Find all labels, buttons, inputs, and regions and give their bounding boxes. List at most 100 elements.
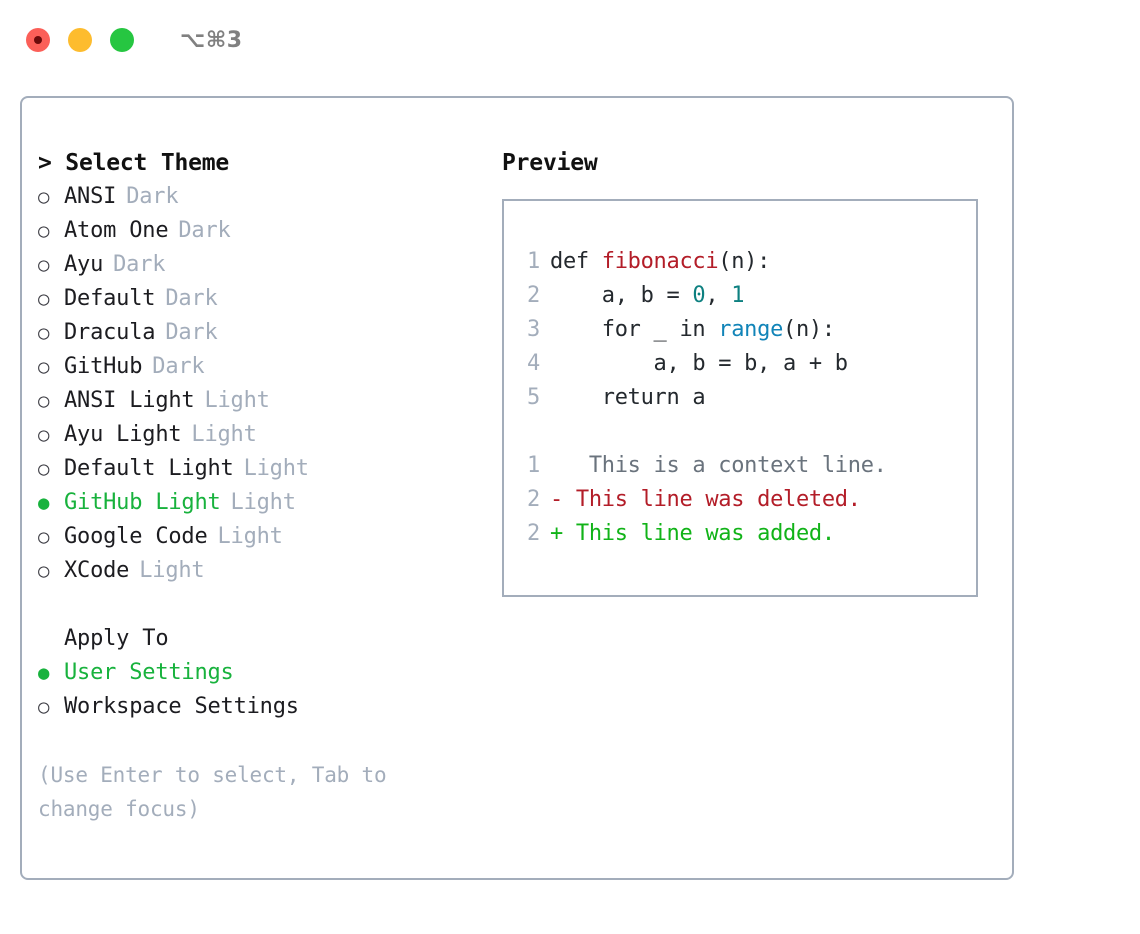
code-line-content: def fibonacci(n): xyxy=(550,245,770,279)
theme-option-variant-tag: Dark xyxy=(178,218,231,243)
code-line-number: 4 xyxy=(527,351,540,376)
theme-option-ansi-light[interactable]: ○ ANSI Light Light xyxy=(38,384,478,418)
theme-option-label: Atom One xyxy=(64,218,169,243)
radio-unselected-icon: ○ xyxy=(38,356,50,378)
code-token-plain: (n): xyxy=(783,317,835,342)
radio-unselected-icon: ○ xyxy=(38,560,50,582)
theme-option-variant-tag: Light xyxy=(217,524,283,549)
theme-option-github-light[interactable]: ● GitHub Light Light xyxy=(38,486,478,520)
diff-line-number: 1 xyxy=(527,453,540,478)
apply-to-option-list: ● User Settings ○ Workspace Settings xyxy=(38,656,478,724)
code-line: 3 for _ in range(n): xyxy=(504,313,976,347)
select-theme-header: > Select Theme xyxy=(38,150,230,176)
window-title: ⌥⌘3 xyxy=(180,27,243,53)
theme-option-atom-one[interactable]: ○ Atom One Dark xyxy=(38,214,478,248)
radio-unselected-icon: ○ xyxy=(38,288,50,310)
apply-to-option-workspace-settings[interactable]: ○ Workspace Settings xyxy=(38,690,478,724)
theme-option-label: Ayu Light xyxy=(64,422,182,447)
code-token-func: fibonacci xyxy=(601,249,719,274)
diff-line-number: 2 xyxy=(527,521,540,546)
theme-option-label: Ayu xyxy=(64,252,104,277)
theme-option-label: Default Light xyxy=(64,456,234,481)
theme-option-ayu[interactable]: ○ Ayu Dark xyxy=(38,248,478,282)
radio-unselected-icon: ○ xyxy=(38,186,50,208)
theme-option-variant-tag: Light xyxy=(191,422,257,447)
code-token-num: 0 xyxy=(692,283,706,308)
diff-line-text: This line was deleted. xyxy=(562,487,861,512)
radio-unselected-icon: ○ xyxy=(38,526,50,548)
diff-marker: - xyxy=(550,487,563,512)
theme-option-xcode[interactable]: ○ XCode Light xyxy=(38,554,478,588)
minimize-button-icon[interactable] xyxy=(68,28,92,52)
theme-option-label: GitHub xyxy=(64,354,143,379)
code-token-plain: return a xyxy=(550,385,706,410)
theme-option-variant-tag: Dark xyxy=(152,354,205,379)
apply-to-header-bullet-spacer: ○ xyxy=(38,622,64,656)
theme-option-variant-tag: Light xyxy=(139,558,205,583)
theme-option-variant-tag: Light xyxy=(230,490,296,515)
code-token-plain: , xyxy=(705,283,732,308)
diff-marker xyxy=(550,449,563,483)
apply-to-option-label: Workspace Settings xyxy=(64,694,299,719)
window-controls xyxy=(26,28,134,52)
preview-title: Preview xyxy=(502,150,598,176)
apply-to-option-label: User Settings xyxy=(64,660,234,685)
code-line-content: a, b = b, a + b xyxy=(550,347,849,381)
code-line-number: 3 xyxy=(527,317,540,342)
theme-option-label: Dracula xyxy=(64,320,156,345)
apply-to-section: ○ Apply To ●User Settings○Workspace Sett… xyxy=(38,622,478,724)
diff-line-added: 2 + This line was added. xyxy=(504,517,976,551)
theme-option-label: ANSI Light xyxy=(64,388,195,413)
maximize-button-icon[interactable] xyxy=(110,28,134,52)
close-button-icon[interactable] xyxy=(26,28,50,52)
diff-line-context: 1 This is a context line. xyxy=(504,449,976,483)
code-line-content: return a xyxy=(550,381,706,415)
code-token-call: range xyxy=(718,317,784,342)
code-diff-separator xyxy=(504,415,976,449)
theme-option-default-light[interactable]: ○ Default Light Light xyxy=(38,452,478,486)
theme-option-label: GitHub Light xyxy=(64,490,221,515)
theme-option-label: XCode xyxy=(64,558,130,583)
radio-unselected-icon: ○ xyxy=(38,220,50,242)
apply-to-header: ○ Apply To xyxy=(38,622,478,656)
code-token-num: 1 xyxy=(731,283,745,308)
theme-option-label: ANSI xyxy=(64,184,117,209)
radio-unselected-icon: ○ xyxy=(38,696,50,718)
diff-sample: 1 This is a context line.2- This line wa… xyxy=(504,449,976,551)
apply-to-header-label: Apply To xyxy=(64,626,169,651)
diff-line-deleted: 2- This line was deleted. xyxy=(504,483,976,517)
window-titlebar: ⌥⌘3 xyxy=(0,0,1140,80)
theme-option-variant-tag: Dark xyxy=(165,320,218,345)
theme-option-ansi[interactable]: ○ ANSI Dark xyxy=(38,180,478,214)
theme-option-variant-tag: Dark xyxy=(126,184,179,209)
theme-option-variant-tag: Dark xyxy=(165,286,218,311)
theme-option-variant-tag: Dark xyxy=(113,252,166,277)
code-line: 5 return a xyxy=(504,381,976,415)
radio-unselected-icon: ○ xyxy=(38,458,50,480)
code-line-content: for _ in range(n): xyxy=(550,313,835,347)
diff-line-text: This line was added. xyxy=(562,521,835,546)
theme-option-google-code[interactable]: ○ Google Code Light xyxy=(38,520,478,554)
radio-unselected-icon: ○ xyxy=(38,390,50,412)
theme-option-github[interactable]: ○ GitHub Dark xyxy=(38,350,478,384)
theme-option-variant-tag: Light xyxy=(243,456,309,481)
theme-option-label: Google Code xyxy=(64,524,208,549)
code-token-plain: (n): xyxy=(718,249,771,274)
code-token-plain: def xyxy=(550,249,602,274)
code-line-number: 1 xyxy=(527,249,540,274)
code-line-number: 2 xyxy=(527,283,540,308)
radio-selected-icon: ● xyxy=(38,492,50,514)
theme-option-variant-tag: Light xyxy=(204,388,270,413)
apply-to-option-user-settings[interactable]: ● User Settings xyxy=(38,656,478,690)
radio-unselected-icon: ○ xyxy=(38,254,50,276)
diff-marker: + xyxy=(550,521,563,546)
radio-selected-icon: ● xyxy=(38,662,50,684)
